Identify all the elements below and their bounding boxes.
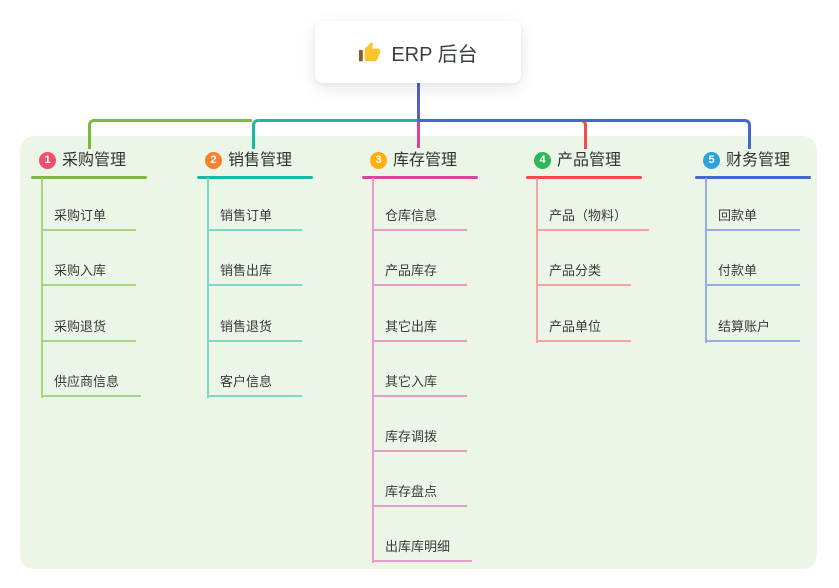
branch-node-label[interactable]: 财务管理 <box>726 152 791 169</box>
branch-underline <box>695 176 811 179</box>
child-node[interactable]: 销售订单 <box>207 201 302 231</box>
branch-child-line <box>41 178 43 398</box>
branch-product: 4 产品管理 产品（物料） 产品分类 产品单位 <box>526 148 696 570</box>
branch-underline <box>197 176 313 179</box>
child-node[interactable]: 付款单 <box>705 256 800 286</box>
connector-branch-1 <box>88 119 252 149</box>
branch-number-badge: 5 <box>703 152 720 169</box>
child-node[interactable]: 结算账户 <box>705 312 800 342</box>
child-node[interactable]: 客户信息 <box>207 367 302 397</box>
child-node[interactable]: 库存调拨 <box>372 422 467 452</box>
canvas-panel <box>20 136 817 569</box>
branch-node-label[interactable]: 采购管理 <box>62 152 127 169</box>
branch-node-label[interactable]: 销售管理 <box>228 152 293 169</box>
child-node[interactable]: 销售退货 <box>207 312 302 342</box>
branch-node-label[interactable]: 产品管理 <box>557 152 622 169</box>
child-node[interactable]: 采购退货 <box>41 312 136 342</box>
branch-node-label[interactable]: 库存管理 <box>393 152 458 169</box>
branch-inventory: 3 库存管理 仓库信息 产品库存 其它出库 其它入库 库存调拨 库存盘点 出库库… <box>362 148 532 570</box>
branch-child-line <box>536 178 538 343</box>
branch-child-line <box>207 178 209 398</box>
child-node[interactable]: 仓库信息 <box>372 201 467 231</box>
child-node[interactable]: 产品库存 <box>372 256 467 286</box>
root-node[interactable]: ERP 后台 <box>315 21 521 83</box>
branch-purchase: 1 采购管理 采购订单 采购入库 采购退货 供应商信息 <box>31 148 201 570</box>
child-node[interactable]: 其它入库 <box>372 367 467 397</box>
branch-sales: 2 销售管理 销售订单 销售出库 销售退货 客户信息 <box>197 148 367 570</box>
child-node[interactable]: 采购订单 <box>41 201 136 231</box>
child-node[interactable]: 产品单位 <box>536 312 631 342</box>
branch-underline <box>31 176 147 179</box>
child-node[interactable]: 产品（物料） <box>536 201 650 231</box>
branch-underline <box>362 176 478 179</box>
child-node[interactable]: 供应商信息 <box>41 367 142 397</box>
branch-underline <box>526 176 642 179</box>
child-node[interactable]: 出库库明细 <box>372 532 473 562</box>
root-title: ERP 后台 <box>391 43 478 66</box>
child-node[interactable]: 其它出库 <box>372 312 467 342</box>
thumbs-up-icon <box>359 41 381 61</box>
branch-number-badge: 2 <box>205 152 222 169</box>
connector-branch-2 <box>252 119 420 149</box>
branch-finance: 5 财务管理 回款单 付款单 结算账户 <box>695 148 839 570</box>
branch-number-badge: 4 <box>534 152 551 169</box>
root-connector <box>417 83 420 121</box>
branch-number-badge: 3 <box>370 152 387 169</box>
child-node[interactable]: 采购入库 <box>41 256 136 286</box>
child-node[interactable]: 产品分类 <box>536 256 631 286</box>
child-node[interactable]: 销售出库 <box>207 256 302 286</box>
branch-child-line <box>705 178 707 343</box>
child-node[interactable]: 库存盘点 <box>372 477 467 507</box>
connector-branch-5 <box>417 119 751 149</box>
connector-branch-3 <box>417 121 420 148</box>
branch-child-line <box>372 178 374 563</box>
child-node[interactable]: 回款单 <box>705 201 800 231</box>
branch-number-badge: 1 <box>39 152 56 169</box>
